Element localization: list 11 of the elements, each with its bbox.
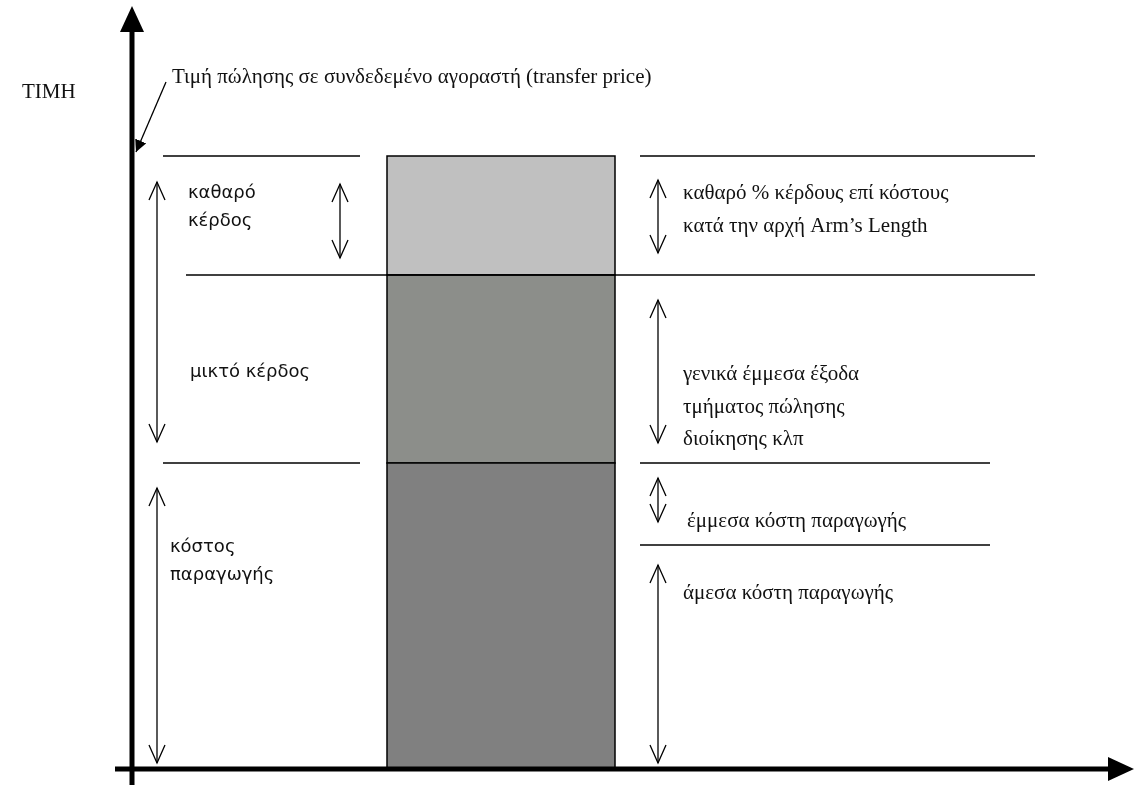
annotation-text: Τιμή πώλησης σε συνδεδεμένο αγοραστή (transfer price) [172, 60, 792, 93]
segment-label: κόστος παραγωγής [170, 534, 276, 586]
segment-description: έμμεσα κόστη παραγωγής [687, 507, 908, 534]
axis [120, 6, 144, 785]
axis-label: ΤΙΜΗ [22, 78, 77, 105]
segment-description: καθαρό % κέρδους επί κόστους κατά την αρχή Arm’s Length [683, 179, 950, 239]
leader-line [135, 81, 167, 153]
segment-label: μικτό κέρδος [190, 359, 312, 383]
segment-description: γενικά έμμεσα έξοδα τμήματος πώλησης διοίκησης κλπ [683, 360, 861, 453]
segment-description: άμεσα κόστη παραγωγής [683, 579, 895, 606]
segment-label: καθαρό κέρδος [188, 180, 257, 232]
